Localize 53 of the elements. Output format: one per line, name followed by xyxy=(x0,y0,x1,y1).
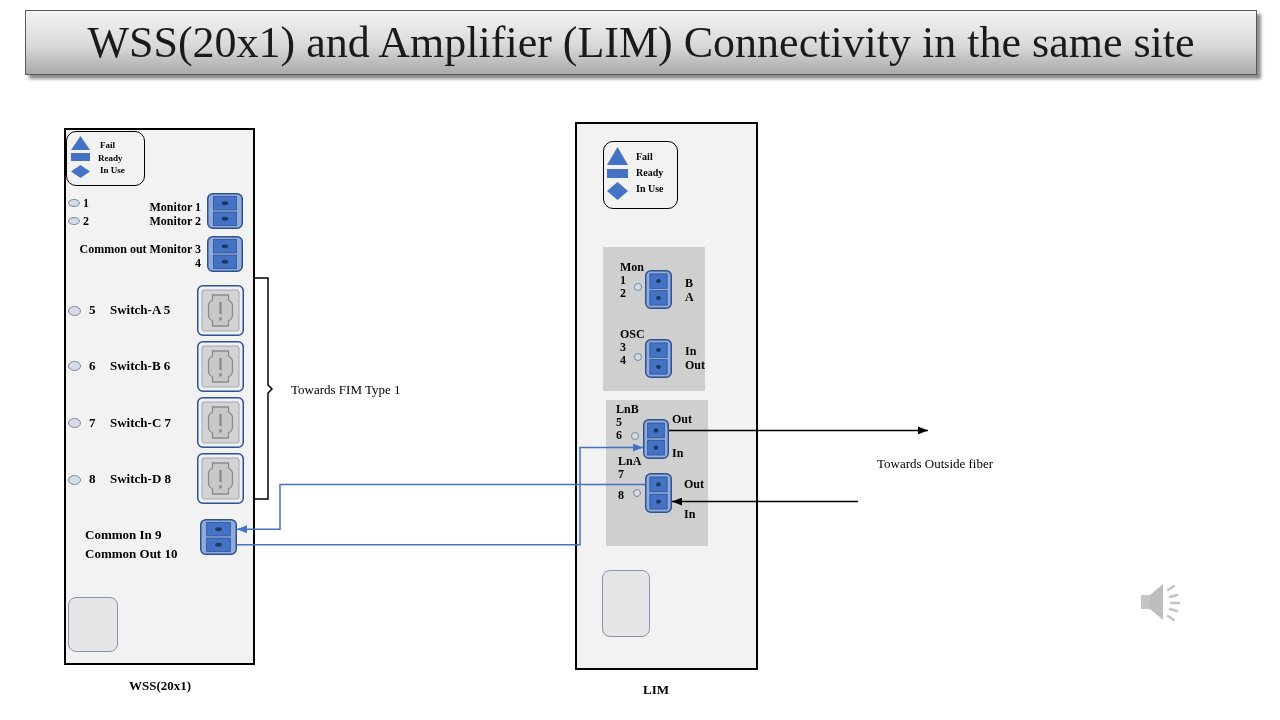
led-number: 7 xyxy=(89,416,96,430)
led-number: 5 xyxy=(89,303,96,317)
port-label: B xyxy=(685,277,693,290)
port-label: 6 xyxy=(616,429,622,442)
port-label: 4 xyxy=(620,354,626,367)
arrow xyxy=(671,497,859,506)
arrow xyxy=(668,426,929,435)
port-label: OSC xyxy=(620,328,645,341)
led-number: 8 xyxy=(89,472,96,486)
legend-label: Fail xyxy=(100,141,115,151)
port-label: Common Out 10 xyxy=(85,547,178,561)
port-label: Monitor 2 xyxy=(149,215,201,228)
module-label: WSS(20x1) xyxy=(128,679,192,693)
port-label: A xyxy=(685,291,694,304)
legend-label: In Use xyxy=(100,166,125,176)
led-number: 6 xyxy=(89,359,96,373)
port-label: Common In 9 xyxy=(85,528,162,542)
port-label: 5 xyxy=(616,416,622,429)
port-label: 8 xyxy=(618,489,624,502)
port-label: Mon xyxy=(620,261,644,274)
port-label: 1 xyxy=(620,274,626,287)
legend-label: Ready xyxy=(98,154,123,164)
port-label: Common out Monitor 3 xyxy=(79,243,201,256)
note-text: Towards Outside fiber xyxy=(877,457,994,471)
port-label: 2 xyxy=(620,287,626,300)
port-label: Monitor 1 xyxy=(149,201,201,214)
legend-label: Ready xyxy=(636,168,664,179)
port-label: Out xyxy=(684,478,704,491)
legend-label: Fail xyxy=(636,152,653,163)
port-group-panel xyxy=(606,400,708,546)
module-label: LIM xyxy=(643,683,669,697)
port-label: LnA xyxy=(618,455,642,468)
arrow xyxy=(236,443,644,546)
port-label: LnB xyxy=(616,403,639,416)
port-label: 3 xyxy=(620,341,626,354)
port-group-panel xyxy=(603,247,705,391)
led-number: 1 xyxy=(83,197,89,210)
port-label: Switch-B 6 xyxy=(110,359,171,373)
port-label: In xyxy=(672,447,684,460)
legend-label: In Use xyxy=(636,184,664,195)
note-text: Towards FIM Type 1 xyxy=(291,383,401,397)
port-label: Switch-C 7 xyxy=(110,416,172,430)
port-label: Out xyxy=(685,359,705,372)
port-label: In xyxy=(685,345,697,358)
arrow xyxy=(236,483,646,534)
port-label: Switch-A 5 xyxy=(110,303,171,317)
port-label: Out xyxy=(672,413,692,426)
port-label: 4 xyxy=(195,257,201,270)
led-number: 2 xyxy=(83,215,89,228)
port-label: Switch-D 8 xyxy=(110,472,172,486)
port-label: 7 xyxy=(618,468,624,481)
title-banner: WSS(20x1) and Amplifier (LIM) Connectivity in the same site xyxy=(25,10,1257,75)
port-label: In xyxy=(684,508,696,521)
